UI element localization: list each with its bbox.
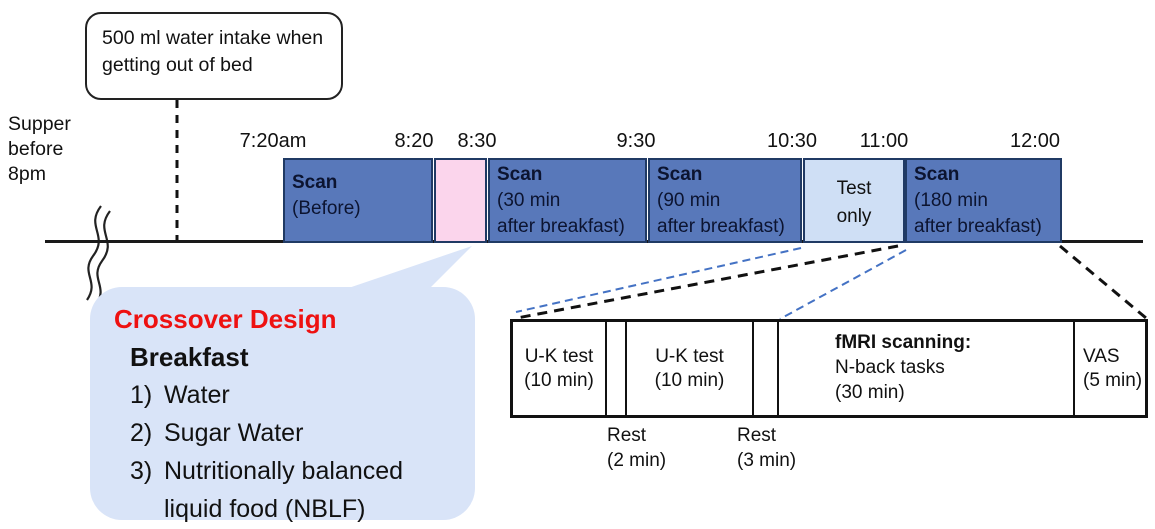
block-title: Scan xyxy=(292,172,338,193)
axis-break-squiggle-right xyxy=(95,210,111,306)
cell-divider xyxy=(752,322,754,415)
breakfast-option-1: 1) Water xyxy=(130,376,475,414)
block-title: Scan xyxy=(914,164,960,185)
block-line: (90 min xyxy=(657,190,721,211)
block-title: Scan xyxy=(657,164,703,185)
option-text: Water xyxy=(164,381,230,409)
supper-note-line: Supper xyxy=(8,113,71,135)
block-line: (Before) xyxy=(292,198,361,219)
cell-divider xyxy=(625,322,627,415)
time-label-720am: 7:20am xyxy=(239,130,307,152)
block-line: after breakfast) xyxy=(497,216,625,237)
scan-30min-block: Scan (30 min after breakfast) xyxy=(488,158,647,243)
vas-cell: VAS (5 min) xyxy=(1075,322,1145,415)
cell-title: fMRI scanning: xyxy=(835,332,972,353)
cell-line: VAS xyxy=(1083,345,1120,367)
rest-3min-label: Rest (3 min) xyxy=(737,423,796,473)
time-label-1200: 12:00 xyxy=(1009,130,1061,152)
supper-note-line: 8pm xyxy=(8,163,46,185)
crossover-design-callout: Crossover Design Breakfast 1) Water 2) Sug… xyxy=(90,287,475,523)
block-title: Scan xyxy=(497,164,543,185)
time-label-1030: 10:30 xyxy=(766,130,818,152)
scan-90min-block: Scan (90 min after breakfast) xyxy=(648,158,802,243)
test-only-block: Test only xyxy=(803,158,905,243)
block-line: after breakfast) xyxy=(657,216,785,237)
option-number: 2) xyxy=(130,419,153,447)
rest-label-line: Rest xyxy=(737,425,777,446)
rest-label-line: (2 min) xyxy=(607,450,667,471)
rest-label-line: (3 min) xyxy=(737,450,797,471)
time-label-930: 9:30 xyxy=(616,130,656,152)
water-note-text: 500 ml water intake when getting out of … xyxy=(102,27,324,76)
scan-connector-right xyxy=(1059,244,1147,320)
scan-before-block: Scan (Before) xyxy=(283,158,433,243)
cell-line: (10 min) xyxy=(524,369,594,391)
callout-title: Crossover Design xyxy=(114,304,337,334)
scan-connector-left xyxy=(516,244,899,320)
option-number: 3) xyxy=(130,457,153,485)
block-line: after breakfast) xyxy=(914,216,1042,237)
option-text: Nutritionally balanced xyxy=(164,457,404,485)
axis-break-squiggle-left xyxy=(86,205,102,301)
rest-2min-label: Rest (2 min) xyxy=(607,423,666,473)
option-text: Sugar Water xyxy=(164,419,304,447)
breakfast-heading: Breakfast xyxy=(130,342,249,372)
block-line: only xyxy=(836,206,872,227)
cell-line: (30 min) xyxy=(835,382,905,403)
time-label-820: 8:20 xyxy=(394,130,434,152)
breakfast-block xyxy=(434,158,487,243)
supper-note: Supper before 8pm xyxy=(8,112,71,187)
block-line: (30 min xyxy=(497,190,561,211)
block-line: Test xyxy=(836,178,872,199)
uk-test-2-cell: U-K test (10 min) xyxy=(627,322,752,415)
uk-test-1-cell: U-K test (10 min) xyxy=(513,322,605,415)
time-label-830: 8:30 xyxy=(457,130,497,152)
rest-label-line: Rest xyxy=(607,425,647,446)
supper-note-line: before xyxy=(8,138,64,160)
breakfast-option-2: 2) Sugar Water xyxy=(130,414,475,452)
cell-divider xyxy=(1073,322,1075,415)
cell-line: (10 min) xyxy=(654,369,725,391)
option-number: 1) xyxy=(130,381,153,409)
cell-line: U-K test xyxy=(524,345,594,367)
cell-divider xyxy=(777,322,779,415)
cell-line: U-K test xyxy=(655,345,724,367)
cell-line: (5 min) xyxy=(1083,369,1143,391)
cell-divider xyxy=(605,322,607,415)
scan-180min-block: Scan (180 min after breakfast) xyxy=(905,158,1062,243)
time-label-1100: 11:00 xyxy=(859,130,909,152)
breakfast-option-3: 3) Nutritionally balanced xyxy=(130,452,475,490)
option-text: liquid food (NBLF) xyxy=(164,495,366,523)
test-only-connector-left xyxy=(515,247,802,313)
fmri-scanning-cell: fMRI scanning: N-back tasks (30 min) xyxy=(779,322,1073,415)
cell-line: N-back tasks xyxy=(835,357,945,378)
session-detail-box: U-K test (10 min) U-K test (10 min) fMRI… xyxy=(510,319,1148,418)
breakfast-option-3-continued: liquid food (NBLF) xyxy=(164,490,475,528)
water-note-bubble: 500 ml water intake when getting out of … xyxy=(85,12,343,100)
block-line: (180 min xyxy=(914,190,988,211)
test-only-connector-right xyxy=(779,249,907,320)
